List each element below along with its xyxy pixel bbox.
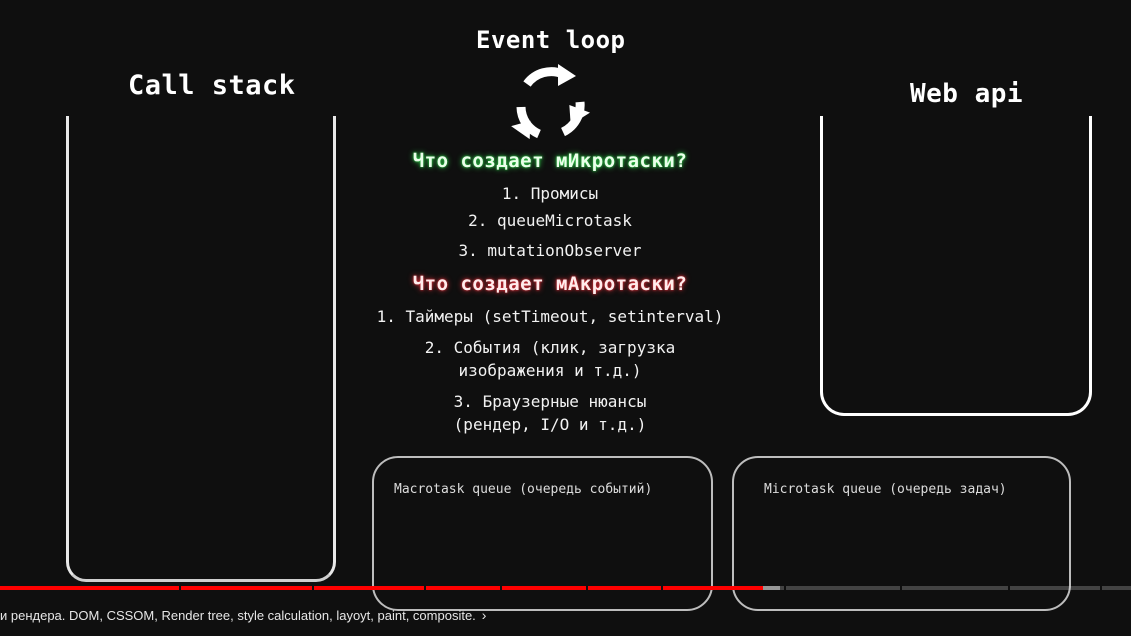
- chapter-title-button[interactable]: и рендера. DOM, CSSOM, Render tree, styl…: [0, 604, 486, 626]
- microtask-sources-title: Что создает мИкротаски?: [412, 150, 688, 172]
- progress-played: [0, 586, 764, 590]
- macrotask-source-item: изображения и т.д.): [458, 361, 642, 380]
- microtask-source-item: 2. queueMicrotask: [468, 211, 632, 230]
- microtask-source-item: 3. mutationObserver: [458, 241, 642, 260]
- refresh-cycle-icon: [511, 64, 591, 140]
- chapter-marker: [179, 586, 181, 590]
- chapter-marker: [500, 586, 502, 590]
- chapter-marker: [312, 586, 314, 590]
- microtask-source-item: 1. Промисы: [501, 184, 599, 203]
- event-loop-title: Event loop: [476, 26, 626, 54]
- chapter-marker: [900, 586, 902, 590]
- microtask-queue-box: Microtask queue (очередь задач): [732, 456, 1071, 611]
- progress-bar[interactable]: [0, 586, 1131, 590]
- web-api-title: Web api: [910, 79, 1024, 109]
- chapter-marker: [586, 586, 588, 590]
- microtask-queue-label: Microtask queue (очередь задач): [764, 482, 1007, 497]
- call-stack-container: [66, 116, 336, 582]
- macrotask-source-item: (рендер, I/O и т.д.): [453, 415, 647, 434]
- chapter-marker: [1008, 586, 1010, 590]
- chapter-marker: [424, 586, 426, 590]
- chapter-marker: [1100, 586, 1102, 590]
- chapter-marker: [661, 586, 663, 590]
- macrotask-source-item: 3. Браузерные нюансы: [453, 392, 647, 411]
- call-stack-title: Call stack: [128, 70, 296, 101]
- macrotask-source-item: 1. Таймеры (setTimeout, setinterval): [376, 307, 724, 326]
- macrotask-sources-title: Что создает мАкротаски?: [412, 273, 688, 295]
- web-api-container: [820, 116, 1092, 416]
- chapter-marker: [784, 586, 786, 590]
- macrotask-queue-label: Macrotask queue (очередь событий): [394, 482, 653, 497]
- macrotask-queue-box: Macrotask queue (очередь событий): [372, 456, 713, 611]
- chevron-right-icon: ›: [481, 607, 487, 623]
- chapter-title: и рендера. DOM, CSSOM, Render tree, styl…: [0, 607, 476, 623]
- macrotask-source-item: 2. События (клик, загрузка: [424, 338, 676, 357]
